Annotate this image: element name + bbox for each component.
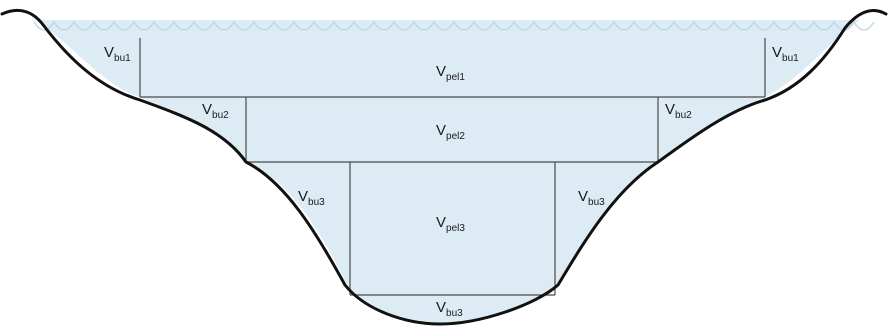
zone-label-sub: bu1 [782, 53, 799, 64]
zone-label-pel1: Vpel1 [436, 64, 465, 83]
water-surface-waves [33, 20, 875, 31]
zone-label-base: V [772, 44, 783, 61]
zone-label-bu3-left: Vbu3 [298, 189, 325, 208]
zone-label-bu2-left: Vbu2 [202, 102, 229, 121]
zone-label-base: V [436, 63, 447, 80]
zone-label-sub: pel1 [446, 72, 465, 83]
zone-label-base: V [436, 214, 447, 231]
zone-label-sub: bu3 [446, 308, 463, 319]
zone-label-sub: bu1 [114, 53, 131, 64]
zone-label-sub: bu2 [212, 110, 229, 121]
basin-outline [0, 9, 888, 326]
zone-label-sub: pel2 [446, 131, 465, 142]
zone-label-base: V [298, 188, 309, 205]
zone-boundaries [139, 38, 766, 296]
zone-label-base: V [578, 188, 589, 205]
zone-label-base: V [665, 101, 676, 118]
zone-label-pel2: Vpel2 [436, 123, 465, 142]
zone-label-bu1-left: Vbu1 [104, 45, 131, 64]
zone-label-base: V [436, 299, 447, 316]
zone-label-sub: bu3 [308, 197, 325, 208]
zone-label-sub: bu3 [588, 197, 605, 208]
zone-label-sub: pel3 [446, 223, 465, 234]
zone-label-base: V [436, 122, 447, 139]
zone-label-pel3: Vpel3 [436, 215, 465, 234]
zone-label-bu1-right: Vbu1 [772, 45, 799, 64]
zone-label-bu3-right: Vbu3 [578, 189, 605, 208]
zone-label-base: V [104, 44, 115, 61]
zone-label-bu2-right: Vbu2 [665, 102, 692, 121]
water-body [34, 20, 860, 323]
zone-label-base: V [202, 101, 213, 118]
zone-label-sub: bu2 [675, 110, 692, 121]
zone-label-bu3-bottom: Vbu3 [436, 300, 463, 319]
